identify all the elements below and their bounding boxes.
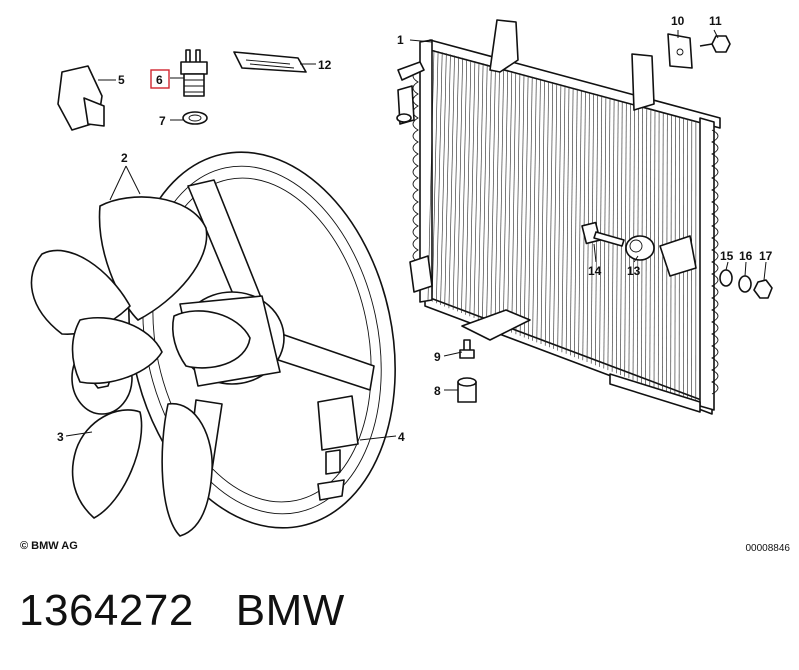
condenser-fin [490, 66, 496, 325]
part-8-drawing [457, 377, 477, 403]
part-10-drawing [667, 33, 693, 69]
condenser-fin [557, 84, 562, 351]
condenser-fin [494, 67, 500, 327]
callout-14: 14 [588, 264, 602, 278]
callout-17: 17 [759, 249, 773, 263]
condenser-fin [620, 100, 623, 376]
callout-9: 9 [434, 350, 441, 364]
condenser-fin [457, 57, 463, 312]
condenser-fin [536, 78, 541, 343]
condenser-fin [549, 82, 553, 348]
brand-name: BMW [235, 586, 345, 635]
condenser-fin [574, 88, 578, 358]
condenser-fin [624, 102, 627, 377]
condenser-fin [440, 53, 447, 305]
condenser-fin [498, 68, 504, 328]
part-7-drawing [182, 111, 208, 125]
condenser-fin [603, 96, 607, 369]
callout-6[interactable]: 6 [156, 73, 163, 87]
callout-labels: 1 2 3 4 5 6 7 8 9 10 11 12 13 14 15 16 1… [57, 14, 773, 444]
condenser-fin [544, 80, 549, 346]
condenser-fin [515, 73, 521, 335]
condenser-fin [578, 89, 582, 359]
part-15-drawing [719, 269, 733, 287]
condenser-fin [553, 83, 558, 349]
callout-15: 15 [720, 249, 734, 263]
condenser-fin [507, 70, 513, 332]
condenser-fin [482, 64, 488, 322]
callout-1: 1 [397, 33, 404, 47]
condenser-fin [436, 52, 443, 304]
condenser-fin [473, 62, 480, 318]
condenser-fin [599, 95, 603, 367]
condenser-fin [444, 54, 451, 307]
left-tube-coils [412, 69, 419, 275]
diagram-code: 00008846 [745, 543, 791, 554]
condenser-fin [615, 99, 619, 374]
condenser-fin [565, 86, 570, 354]
condenser-fin [528, 76, 533, 340]
condenser-fin [570, 87, 574, 356]
part-16-drawing [738, 275, 752, 293]
condenser-fin [532, 77, 537, 341]
condenser-fin [461, 58, 467, 314]
condenser-fin [611, 98, 615, 372]
condenser-fin [607, 97, 611, 371]
callout-12: 12 [318, 58, 332, 72]
condenser-fin [511, 72, 517, 333]
condenser-fin [519, 74, 525, 336]
callout-7: 7 [159, 114, 166, 128]
condenser-fin [477, 63, 484, 320]
copyright-notice: © BMW AG [20, 540, 78, 552]
condenser-fin [465, 59, 472, 315]
callout-5: 5 [118, 73, 125, 87]
condenser-fin [486, 65, 492, 323]
callout-10: 10 [671, 14, 685, 28]
condenser-fin [448, 55, 455, 309]
part-12-drawing [233, 51, 307, 73]
part-6-drawing [180, 49, 208, 97]
condenser-fin [469, 61, 476, 317]
callout-4: 4 [398, 430, 405, 444]
condenser-fin [523, 75, 529, 338]
part-footer: 1364272 BMW [19, 586, 345, 636]
condenser-fin [657, 110, 660, 390]
condenser-fin [561, 85, 566, 353]
callout-11: 11 [709, 14, 722, 28]
part-9-drawing [459, 339, 475, 359]
part-number: 1364272 [19, 586, 194, 635]
right-tube-coils [710, 129, 719, 395]
part-11-drawing [699, 35, 731, 53]
highlight-box-6 [150, 69, 170, 89]
callout-16: 16 [739, 249, 753, 263]
condenser-drawing [396, 19, 721, 415]
part-17-drawing [753, 279, 773, 299]
callout-3: 3 [57, 430, 64, 444]
part-14-drawing [581, 221, 625, 247]
condenser-fin [452, 56, 459, 310]
part-13-drawing [625, 235, 697, 277]
condenser-fin [503, 69, 508, 330]
callout-13: 13 [627, 264, 641, 278]
callout-8: 8 [434, 384, 441, 398]
condenser-fin [540, 79, 545, 345]
fan-blades-drawing [30, 196, 251, 537]
part-5-drawing [57, 65, 105, 131]
condenser-fins [427, 49, 701, 406]
condenser-fin [431, 51, 439, 302]
leader-lines [65, 29, 767, 441]
callout-2: 2 [121, 151, 128, 165]
